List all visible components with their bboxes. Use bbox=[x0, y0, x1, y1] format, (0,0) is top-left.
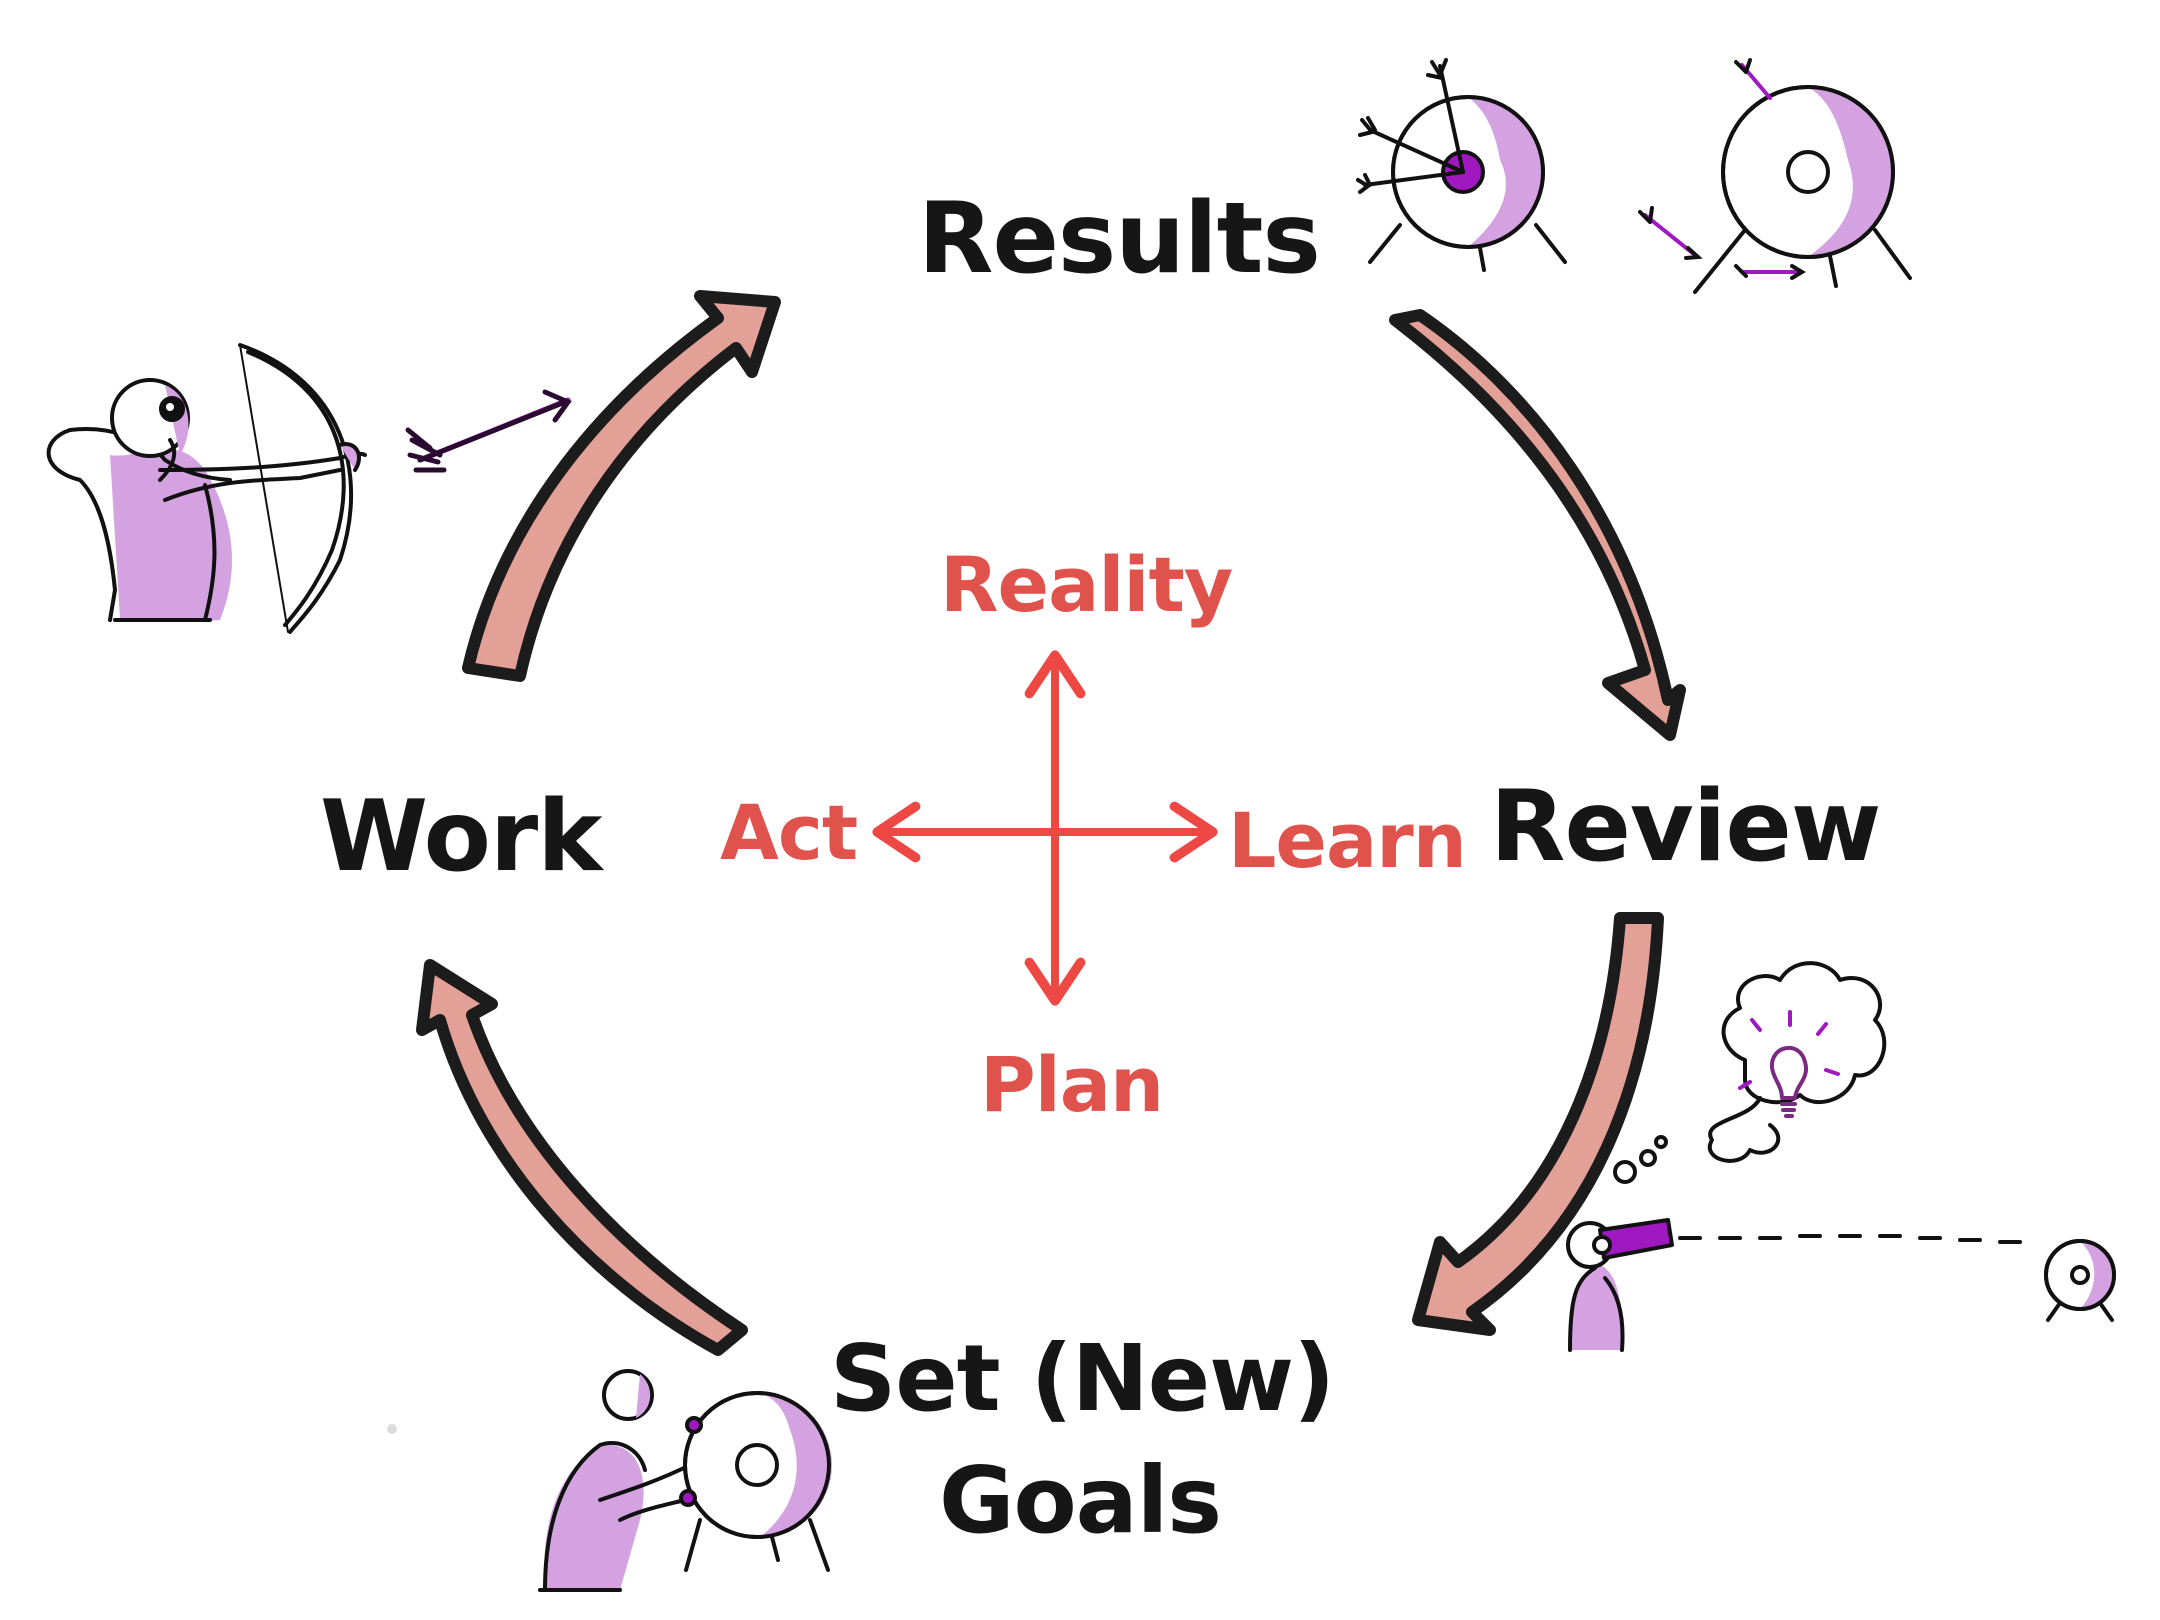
arrow-work-to-results bbox=[462, 290, 781, 682]
plan-label: Plan bbox=[980, 1040, 1164, 1129]
act-label: Act bbox=[720, 788, 858, 877]
arrow-review-to-goals bbox=[1412, 912, 1664, 1336]
target-missed-icon bbox=[1638, 58, 1912, 294]
reality-label: Reality bbox=[940, 540, 1233, 629]
results-label: Results bbox=[918, 182, 1321, 296]
goals-label-line2: Goals bbox=[938, 1447, 1222, 1554]
goal-setting-icon bbox=[538, 1369, 832, 1592]
archer-icon bbox=[46, 343, 367, 634]
work-label: Work bbox=[320, 780, 602, 894]
thinking-telescope-icon bbox=[1566, 961, 2022, 1352]
learn-label: Learn bbox=[1228, 796, 1467, 885]
target-hit-icon bbox=[1356, 58, 1567, 272]
compass-cross-icon bbox=[872, 650, 1218, 1006]
set-new-goals-label: Set (New) Goals bbox=[830, 1318, 1335, 1562]
dot-mark bbox=[387, 1424, 397, 1434]
review-label: Review bbox=[1490, 770, 1881, 884]
small-target-icon bbox=[2044, 1239, 2116, 1322]
goals-label-line1: Set (New) bbox=[830, 1325, 1335, 1432]
arrow-goals-to-work bbox=[416, 959, 748, 1356]
arrow-results-to-review bbox=[1389, 309, 1686, 741]
flying-arrow-icon bbox=[405, 389, 572, 473]
